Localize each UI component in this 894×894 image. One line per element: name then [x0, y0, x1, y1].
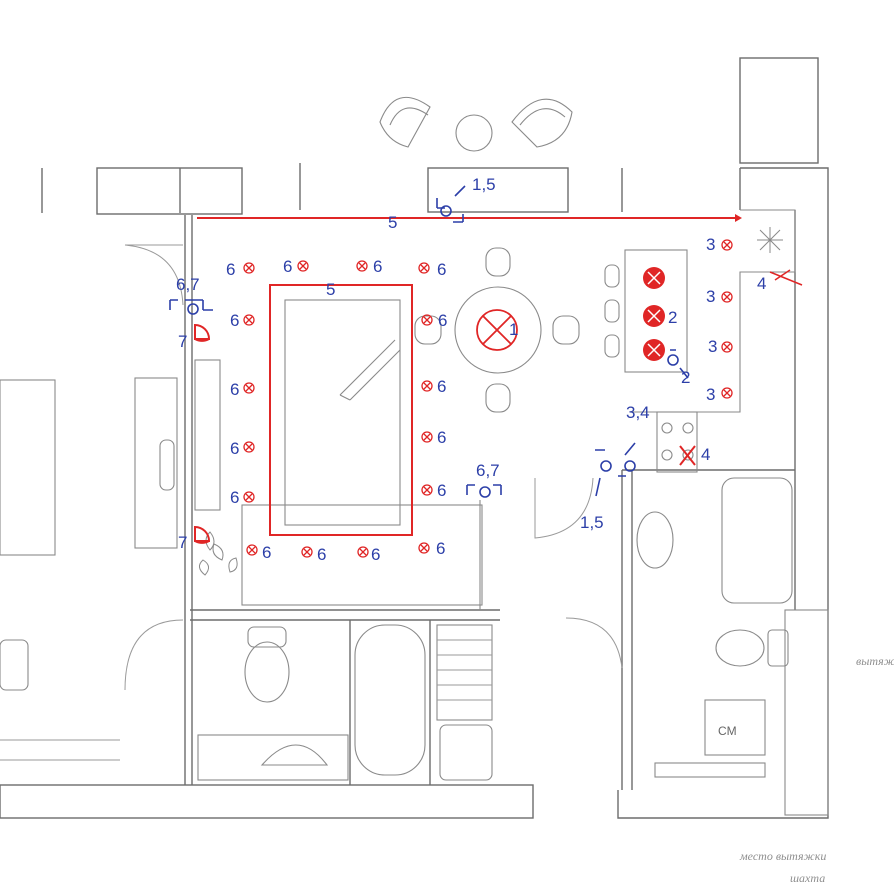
label-6: 6	[283, 257, 292, 276]
label-spot-3b: 3	[706, 287, 715, 306]
label-6: 6	[230, 311, 239, 330]
switch-icon	[667, 349, 689, 379]
label-6: 6	[230, 488, 239, 507]
spot-light-icon	[721, 239, 733, 251]
note-c: шахта	[790, 871, 825, 885]
walls	[0, 57, 829, 819]
label-6: 6	[437, 481, 446, 500]
spot-light-icon	[721, 341, 733, 353]
label-6: 6	[436, 539, 445, 558]
label-4b: 4	[701, 445, 710, 464]
spot-light-icon	[721, 291, 733, 303]
wall-sconces	[194, 323, 211, 544]
label-67b: 6,7	[476, 461, 500, 480]
wall-sconce-icon	[194, 525, 211, 544]
label-7a: 7	[178, 332, 187, 351]
pendant-light-icon	[643, 339, 665, 361]
label-6: 6	[317, 545, 326, 564]
furniture	[0, 97, 829, 816]
label-7b: 7	[178, 533, 187, 552]
spot-light-icon	[246, 544, 258, 556]
label-6: 6	[437, 377, 446, 396]
label-6: 6	[262, 543, 271, 562]
label-67a: 6,7	[176, 275, 200, 294]
spot-light-icon	[243, 441, 255, 453]
label-6: 6	[437, 428, 446, 447]
spot-light-icon	[243, 314, 255, 326]
spot-light-icon	[418, 542, 430, 554]
plant-icon	[199, 531, 238, 576]
spot-light-icon	[721, 387, 733, 399]
lighting-wiring	[197, 214, 803, 536]
pendant-lights	[643, 267, 665, 361]
label-6: 6	[230, 439, 239, 458]
label-4a: 4	[757, 274, 766, 293]
labels: 1 2 2 3 3 3 3 4 4 5 5 1,5 1,5 3,4 6,7 6,…	[176, 175, 894, 885]
spot-light-icon	[421, 380, 433, 392]
spot-light-icon	[301, 546, 313, 558]
switches	[169, 185, 689, 498]
chandelier-icon	[476, 309, 518, 351]
switch-icon	[466, 484, 502, 498]
label-spot-3a: 3	[706, 235, 715, 254]
spot-light-icon	[421, 431, 433, 443]
label-15a: 1,5	[472, 175, 496, 194]
label-34: 3,4	[626, 403, 650, 422]
label-6: 6	[226, 260, 235, 279]
label-6: 6	[438, 311, 447, 330]
spot-light-icon	[297, 260, 309, 272]
switch-icon	[436, 185, 466, 223]
spot-light-icon	[243, 491, 255, 503]
label-spot-3c: 3	[708, 337, 717, 356]
label-pendant: 2	[668, 308, 677, 327]
switch-icon	[595, 442, 636, 497]
note-a: вытяж.	[856, 654, 894, 668]
pendant-light-icon	[643, 267, 665, 289]
spot-light-icon	[421, 484, 433, 496]
label-5a: 5	[388, 213, 397, 232]
wall-sconce-icon	[194, 323, 211, 342]
spot-light-icon	[418, 262, 430, 274]
label-pendant-switch: 2	[681, 368, 690, 387]
label-6: 6	[371, 545, 380, 564]
label-15b: 1,5	[580, 513, 604, 532]
label-spot-3d: 3	[706, 385, 715, 404]
label-6: 6	[230, 380, 239, 399]
pendant-light-icon	[643, 305, 665, 327]
spot-light-icon	[243, 382, 255, 394]
spot-light-icon	[357, 546, 369, 558]
label-5b: 5	[326, 280, 335, 299]
vent-symbol	[757, 227, 783, 253]
socket-4-icon	[679, 445, 696, 466]
note-b: место вытяжки	[739, 849, 826, 863]
label-6: 6	[437, 260, 446, 279]
spot-lights	[243, 239, 733, 558]
label-6: 6	[373, 257, 382, 276]
spot-light-icon	[356, 260, 368, 272]
spot-light-icon	[243, 262, 255, 274]
switch-icon	[169, 299, 213, 315]
spot-light-icon	[421, 314, 433, 326]
label-cm: CM	[718, 724, 737, 738]
label-chandelier: 1	[509, 320, 518, 339]
